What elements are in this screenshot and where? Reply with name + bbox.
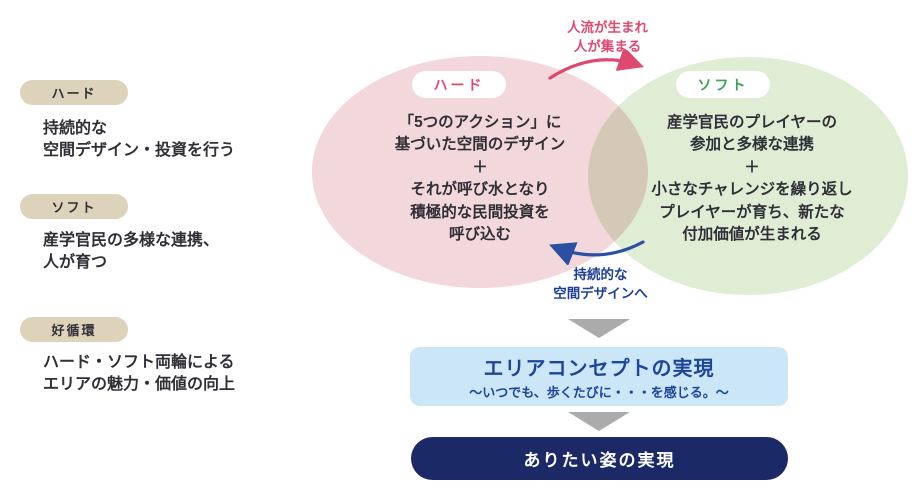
soft-circle-label: ソフト [676, 71, 770, 98]
flow-arrow-right-icon [548, 50, 645, 80]
goal-label: ありたい姿の実現 [523, 451, 676, 470]
legend-text-soft: 産学官民の多様な連携、 人が育つ [43, 232, 220, 271]
down-triangle-icon [568, 319, 630, 338]
goal-box: ありたい姿の実現 [411, 437, 788, 480]
bottom-flow-label: 持続的な 空間デザインへ [553, 267, 648, 301]
legend-text-hard: 持続的な 空間デザイン・投資を行う [43, 120, 236, 159]
legend-text-cycle: ハード・ソフト両輪による エリアの魅力・価値の向上 [43, 354, 236, 393]
area-concept-box: エリアコンセプトの実現 ～いつでも、歩くたびに・・・を感じる。～ [410, 347, 788, 406]
flow-arrow-left-icon [549, 240, 645, 265]
legend-badge-soft: ソフト [20, 194, 128, 219]
legend-badge-cycle: 好循環 [20, 317, 128, 342]
hard-circle-label: ハード [412, 71, 506, 98]
soft-circle-body: 産学官民のプレイヤーの 参加と多様な連携 ＋ 小さなチャレンジを繰り返し プレイ… [651, 114, 853, 244]
legend-badge-hard: ハード [20, 80, 128, 105]
hard-circle-body: 「5つのアクション」に 基づいた空間のデザイン ＋ それが呼び水となり 積極的な… [394, 114, 566, 244]
area-concept-subtitle: ～いつでも、歩くたびに・・・を感じる。～ [469, 385, 729, 400]
down-triangle-icon [568, 412, 630, 431]
area-concept-title: エリアコンセプトの実現 [483, 358, 715, 380]
